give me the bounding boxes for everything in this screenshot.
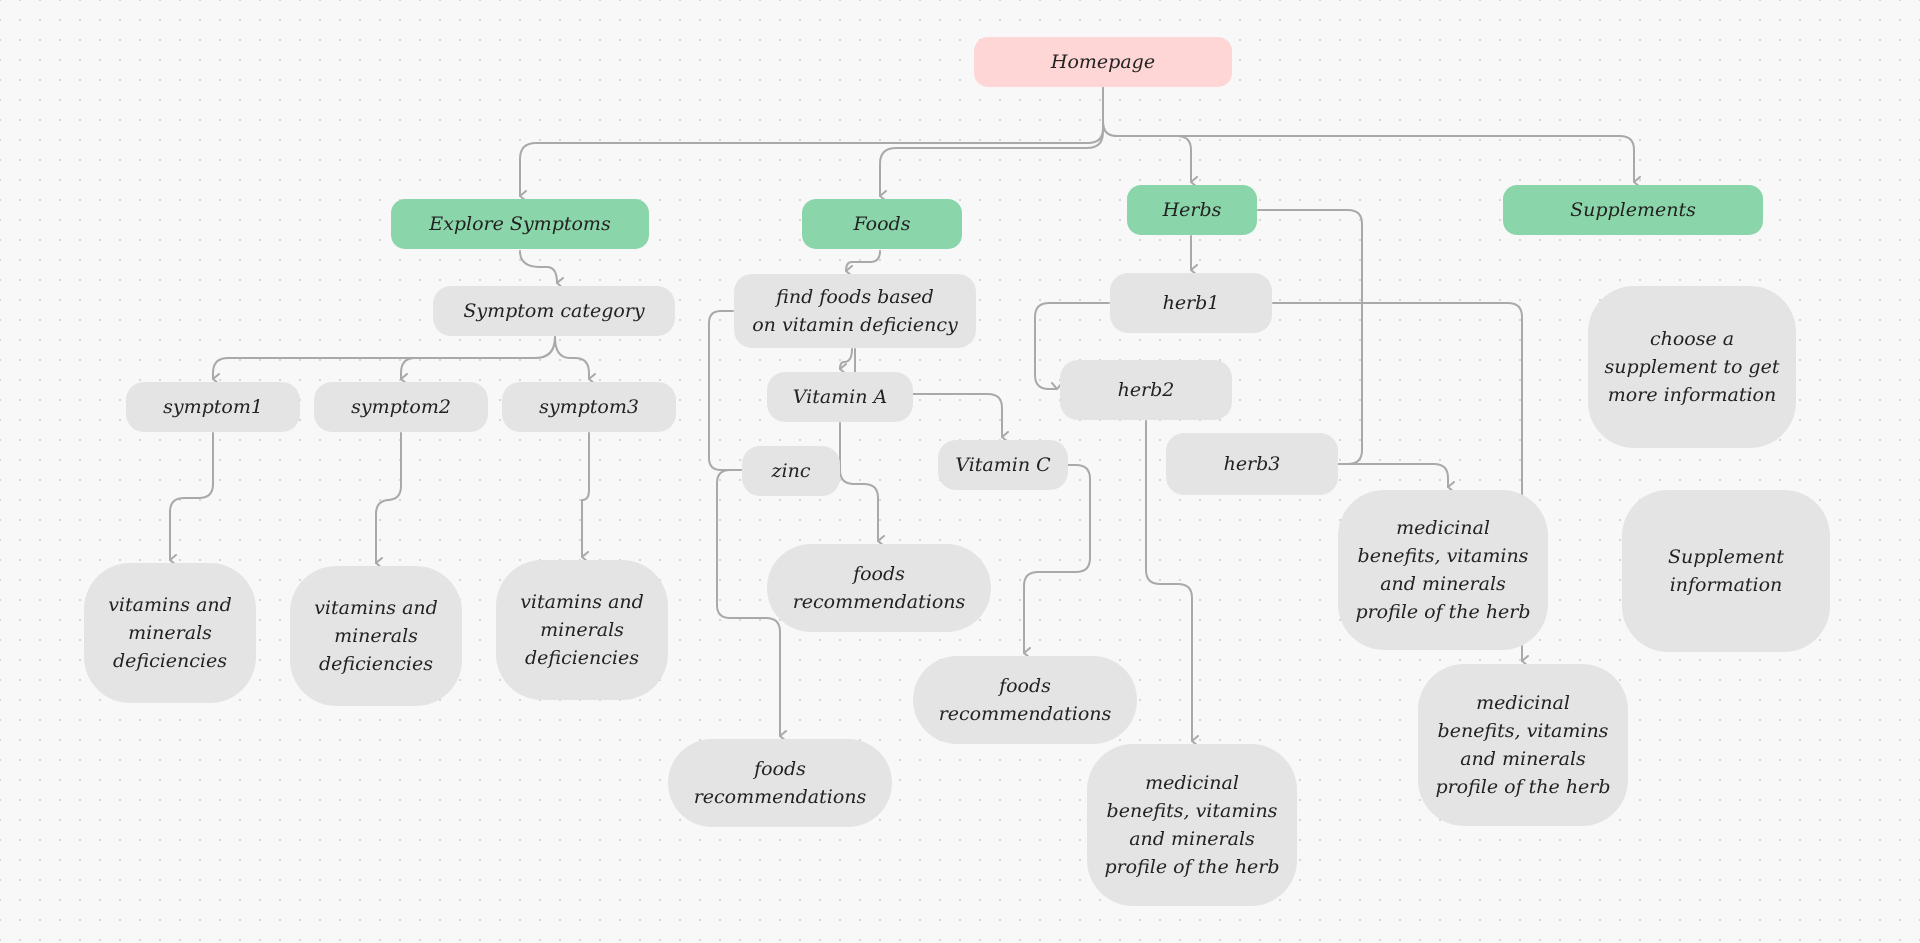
edge-find-foods-vitamin-a xyxy=(839,348,853,376)
node-label: foods recommendations xyxy=(792,563,966,613)
node-label: Symptom category xyxy=(463,300,645,322)
edge-vitamin-c-foods-recommendations xyxy=(1023,464,1091,659)
node-foods[interactable]: Foods xyxy=(802,199,962,249)
edge-symptom1-deficiencies xyxy=(169,432,214,566)
node-label: Vitamin A xyxy=(792,386,888,408)
node-herb2[interactable]: herb2 xyxy=(1060,360,1232,420)
edge-explore-symptom-category xyxy=(519,250,565,289)
node-symptom-category[interactable]: Symptom category xyxy=(433,286,675,336)
edge-symptom2-deficiencies xyxy=(375,432,402,569)
node-find-foods[interactable]: find foods based on vitamin deficiency xyxy=(734,274,976,348)
node-label: foods recommendations xyxy=(693,758,867,808)
node-foods-recommendations-2[interactable]: foods recommendations xyxy=(913,656,1137,744)
node-label: Explore Symptoms xyxy=(429,213,611,235)
node-symptom3[interactable]: symptom3 xyxy=(502,382,676,432)
edge-vitamin-a-foods-recommendations xyxy=(839,422,885,547)
node-deficiencies-1[interactable]: vitamins and minerals deficiencies xyxy=(84,563,256,703)
node-deficiencies-3[interactable]: vitamins and minerals deficiencies xyxy=(496,560,668,700)
edge-category-symptom1 xyxy=(212,336,556,385)
node-deficiencies-2[interactable]: vitamins and minerals deficiencies xyxy=(290,566,462,706)
node-label: medicinal benefits, vitamins and mineral… xyxy=(1355,517,1531,623)
node-herb1[interactable]: herb1 xyxy=(1110,273,1272,333)
node-vitamin-a[interactable]: Vitamin A xyxy=(767,372,913,422)
node-label: medicinal benefits, vitamins and mineral… xyxy=(1104,772,1280,878)
node-label: find foods based on vitamin deficiency xyxy=(752,286,958,336)
node-label: Homepage xyxy=(1050,51,1156,73)
node-label: herb2 xyxy=(1117,379,1175,401)
node-choose-supplement[interactable]: choose a supplement to get more informat… xyxy=(1588,286,1796,448)
edge-category-symptom3 xyxy=(554,336,596,385)
node-label: choose a supplement to get more informat… xyxy=(1604,328,1780,406)
node-label: herb3 xyxy=(1223,453,1281,475)
node-herb3[interactable]: herb3 xyxy=(1166,433,1338,495)
node-symptom2[interactable]: symptom2 xyxy=(314,382,488,432)
node-label: Supplements xyxy=(1570,199,1696,221)
node-label: Vitamin C xyxy=(955,454,1051,476)
node-label: zinc xyxy=(771,460,811,482)
node-symptom1[interactable]: symptom1 xyxy=(126,382,300,432)
edge-homepage-supplements xyxy=(1102,87,1641,188)
edge-homepage-herbs xyxy=(1102,87,1198,188)
edge-foods-find-foods xyxy=(845,250,881,278)
node-label: symptom3 xyxy=(539,396,639,418)
node-label: vitamins and minerals deficiencies xyxy=(520,591,644,669)
node-label: foods recommendations xyxy=(938,675,1112,725)
node-label: symptom2 xyxy=(351,396,451,418)
node-supplements[interactable]: Supplements xyxy=(1503,185,1763,235)
edge-homepage-explore-symptoms xyxy=(519,87,1104,202)
node-herb-profile-3[interactable]: medicinal benefits, vitamins and mineral… xyxy=(1087,744,1297,906)
node-label: Foods xyxy=(853,213,911,235)
edge-homepage-foods xyxy=(879,87,1104,202)
node-foods-recommendations-1[interactable]: foods recommendations xyxy=(767,544,991,632)
node-label: herb1 xyxy=(1162,292,1220,314)
node-label: symptom1 xyxy=(163,396,263,418)
node-vitamin-c[interactable]: Vitamin C xyxy=(938,440,1068,490)
node-label: Herbs xyxy=(1162,199,1222,221)
node-label: vitamins and minerals deficiencies xyxy=(108,594,232,672)
node-label: vitamins and minerals deficiencies xyxy=(314,597,438,675)
node-supplement-information[interactable]: Supplement information xyxy=(1622,490,1830,652)
node-foods-recommendations-3[interactable]: foods recommendations xyxy=(668,739,892,827)
node-herbs[interactable]: Herbs xyxy=(1127,185,1257,235)
edge-symptom3-deficiencies xyxy=(580,432,590,563)
edge-herbs-herb3 xyxy=(1257,209,1363,465)
node-herb-profile-1[interactable]: medicinal benefits, vitamins and mineral… xyxy=(1338,490,1548,650)
edge-herb3-herb-profile-1 xyxy=(1338,463,1455,493)
node-label: Supplement information xyxy=(1667,546,1785,596)
edge-category-symptom2 xyxy=(400,336,556,385)
node-herb-profile-2[interactable]: medicinal benefits, vitamins and mineral… xyxy=(1418,664,1628,826)
node-label: medicinal benefits, vitamins and mineral… xyxy=(1435,692,1611,798)
node-homepage[interactable]: Homepage xyxy=(974,37,1232,87)
node-zinc[interactable]: zinc xyxy=(742,446,840,496)
node-explore-symptoms[interactable]: Explore Symptoms xyxy=(391,199,649,249)
